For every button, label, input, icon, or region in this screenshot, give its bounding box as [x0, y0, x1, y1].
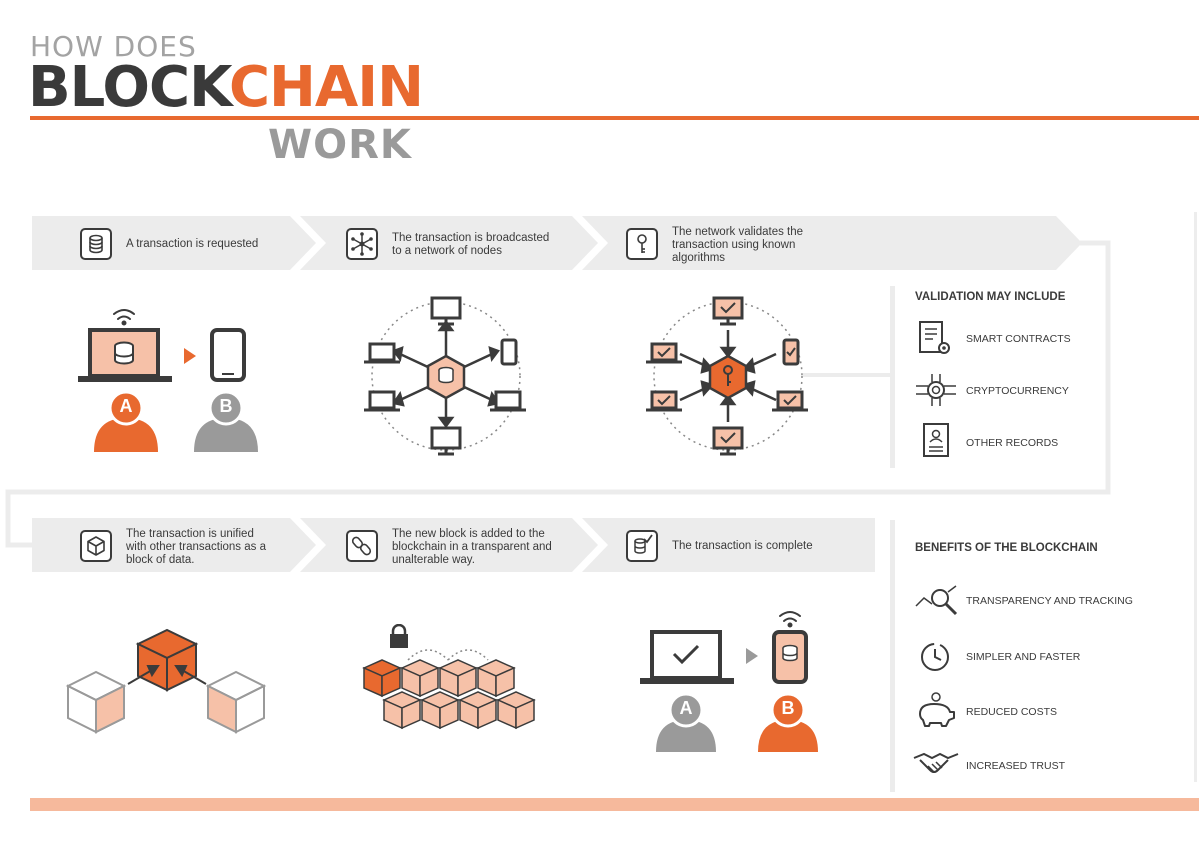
illustration-broadcast [364, 296, 526, 456]
user-a-icon [94, 390, 158, 452]
title-rule [30, 116, 1199, 120]
user-b-orange-icon [758, 692, 818, 752]
validation-title: VALIDATION MAY INCLUDE [915, 291, 1066, 303]
title-blockchain: BLOCKCHAIN [28, 55, 424, 120]
validation-item-other-records: OTHER RECORDS [966, 437, 1059, 449]
phone-database-icon [772, 630, 808, 684]
laptop-icon [78, 328, 172, 382]
step-3-text: The network validates the transaction us… [672, 226, 804, 264]
database-icon [80, 228, 112, 260]
validated-monitor-top [712, 296, 744, 326]
node-laptop-left-bottom [364, 390, 400, 412]
user-b-complete-label: B [781, 698, 795, 718]
validated-laptop-right-bottom [772, 390, 808, 412]
wifi-icon-phone [779, 611, 801, 628]
benefit-item-transparency: TRANSPARENCY AND TRACKING [966, 595, 1133, 607]
cube-center [135, 628, 199, 692]
step-5-text: The new block is added to the blockchain… [392, 528, 552, 566]
validated-laptop-left-top [646, 342, 682, 364]
right-edge-line [1194, 212, 1197, 782]
benefit-item-simpler-faster: SIMPLER AND FASTER [966, 651, 1081, 663]
validation-item-cryptocurrency: CRYPTOCURRENCY [966, 385, 1069, 397]
padlock-icon [390, 624, 408, 648]
benefit-item-increased-trust: INCREASED TRUST [966, 760, 1065, 772]
cube-left [65, 670, 127, 734]
illustration-chain-growth [362, 624, 536, 730]
node-laptop-right-bottom [490, 390, 526, 412]
wifi-icon [113, 309, 135, 326]
user-a-complete-label: A [679, 698, 693, 718]
step-1-text: A transaction is requested [126, 238, 259, 250]
validation-item-smart-contracts: SMART CONTRACTS [966, 333, 1071, 345]
node-laptop-left-top [364, 342, 400, 364]
laptop-check-icon [640, 630, 734, 684]
validated-monitor-bottom [712, 426, 744, 456]
bottom-bar [30, 798, 1199, 811]
illustration-validation [646, 296, 808, 456]
database-check-icon [626, 530, 658, 562]
new-block-cube [362, 659, 402, 698]
node-monitor-top [430, 296, 462, 326]
title-block: BLOCK [28, 55, 230, 120]
cube-right [205, 670, 267, 734]
stopwatch-icon [921, 643, 949, 671]
node-monitor-bottom [430, 426, 462, 456]
cryptocurrency-icon [916, 374, 956, 406]
cube-icon [80, 530, 112, 562]
user-b-icon [194, 390, 258, 452]
validation-panel-bar [890, 286, 895, 468]
benefits-panel-bar [890, 520, 895, 792]
chain-link-icon [346, 530, 378, 562]
benefit-item-reduced-costs: REDUCED COSTS [966, 706, 1058, 718]
node-phone-right [500, 338, 518, 366]
key-icon [626, 228, 658, 260]
user-a-gray-icon [656, 692, 716, 752]
network-icon [346, 228, 378, 260]
user-a-label: A [119, 396, 133, 416]
step-band-3 [582, 216, 1082, 270]
title-chain: CHAIN [228, 55, 424, 120]
arrow-right-icon [184, 348, 196, 364]
smart-contract-icon [919, 321, 950, 354]
piggy-bank-icon [919, 692, 955, 727]
illustration-request [78, 309, 258, 452]
handshake-icon [913, 752, 959, 773]
magnifier-tracking-icon [915, 585, 958, 616]
validated-phone-right [782, 338, 800, 366]
user-b-label: B [219, 396, 233, 416]
illustration-block-unify [65, 628, 267, 734]
arrow-right-gray-icon [746, 648, 758, 664]
step-2-text: The transaction is broadcasted to a netw… [392, 232, 550, 257]
benefits-title: BENEFITS OF THE BLOCKCHAIN [915, 542, 1098, 554]
title-line-how-does: HOW DOES [30, 30, 197, 63]
title-work: WORK [268, 122, 412, 168]
step-4-text: The transaction is unified with other tr… [126, 528, 266, 566]
record-card-icon [923, 423, 949, 457]
validated-laptop-left-bottom [646, 390, 682, 412]
illustration-complete [640, 611, 818, 752]
flow-connector [5, 240, 1111, 548]
phone-icon [210, 328, 246, 382]
step-6-text: The transaction is complete [672, 540, 813, 552]
